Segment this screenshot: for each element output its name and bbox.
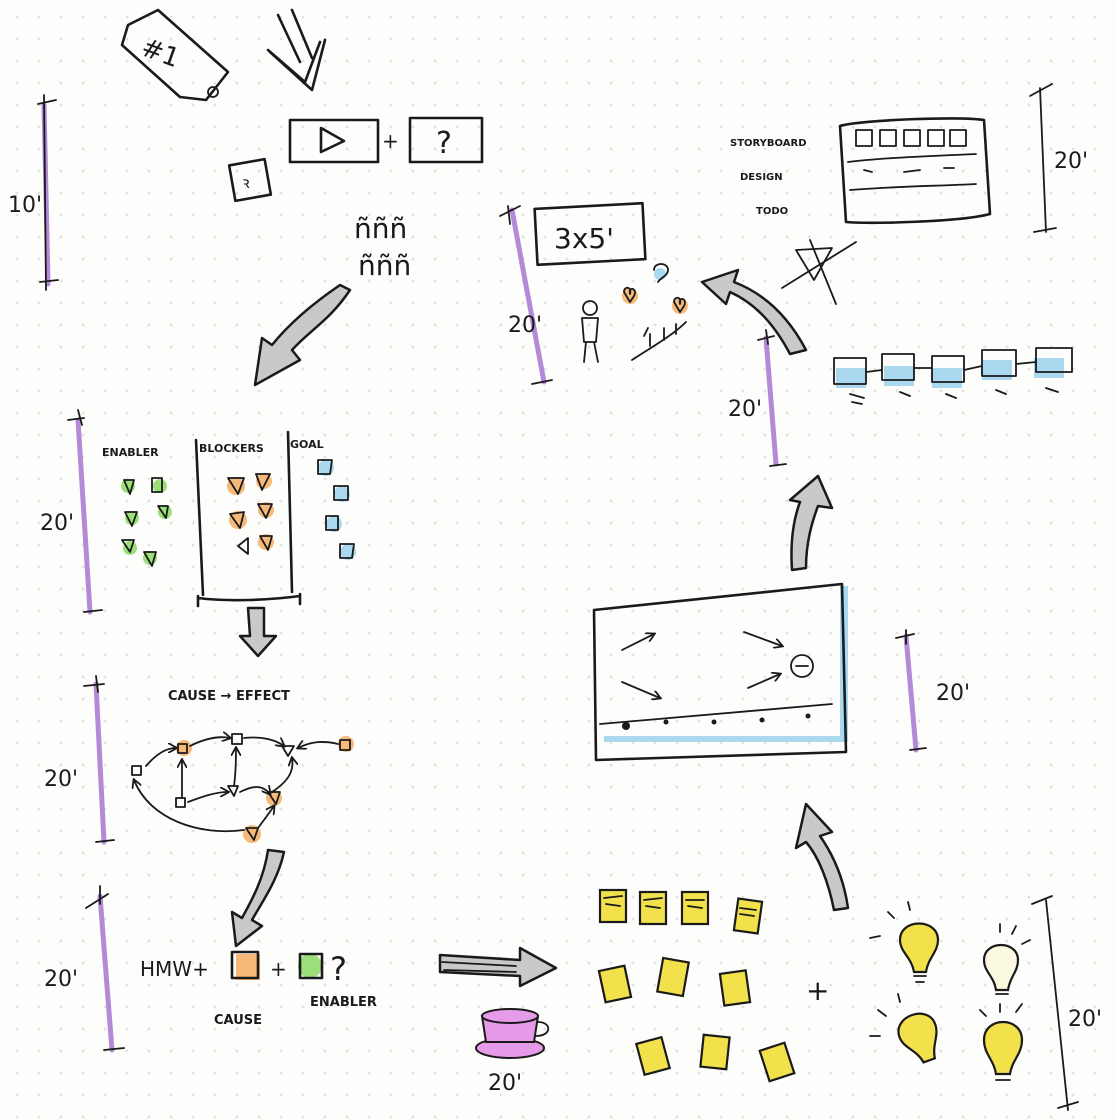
- start-tag: #1: [120, 8, 230, 102]
- svg-text:?: ?: [330, 950, 347, 988]
- cause-effect-duration: 20': [44, 767, 78, 792]
- question-mark: ?: [436, 126, 452, 161]
- svg-text:+: +: [382, 129, 399, 153]
- ideas-stage: + 20': [597, 802, 1102, 1111]
- final-stage: STORYBOARD DESIGN TODO 20': [730, 83, 1088, 305]
- intro-duration: 10': [8, 193, 42, 218]
- col-goal: GOAL: [290, 438, 324, 451]
- hmw-duration: 20': [44, 967, 78, 992]
- final-duration: 20': [1054, 149, 1088, 174]
- flow-arrow-2: [238, 606, 278, 658]
- lightbulb-icons: [869, 901, 1031, 1081]
- user-figure: [581, 300, 599, 363]
- col-enabler: ENABLER: [102, 446, 159, 459]
- col-blockers: BLOCKERS: [199, 442, 264, 455]
- prototype-duration: 20': [728, 397, 762, 422]
- matrix-duration: 20': [40, 511, 74, 536]
- final-item-1: STORYBOARD: [730, 138, 807, 149]
- test-box: [533, 201, 647, 267]
- question-box: ?: [408, 116, 484, 164]
- play-icon: [319, 126, 346, 154]
- tag-label: #1: [137, 33, 183, 74]
- test-box-label: 3x5': [554, 222, 614, 255]
- prototype-screens: [833, 347, 1073, 405]
- note-card: ꝛ: [227, 157, 273, 203]
- participants-row-2: ñññ: [358, 249, 411, 282]
- start-arrow: [266, 8, 327, 92]
- blocker-notes: [227, 473, 274, 555]
- svg-text:+: +: [270, 957, 287, 981]
- voting-stage: 20': [592, 474, 970, 762]
- cause-effect-stage: 20' CAUSE → EFFECT: [44, 675, 354, 948]
- flow-arrow-1: [253, 283, 352, 387]
- voting-board: [592, 582, 848, 762]
- final-item-2: DESIGN: [740, 172, 783, 183]
- storyboard-board: [838, 117, 992, 225]
- flow-arrow-5: [794, 802, 850, 912]
- flow-arrow-3: [230, 848, 286, 948]
- enabler-notes: [121, 477, 172, 567]
- cause-effect-title: CAUSE → EFFECT: [168, 689, 290, 704]
- prototype-stage: 20': [700, 268, 1073, 467]
- enabler-label: ENABLER: [310, 995, 377, 1010]
- ideas-duration: 20': [1068, 1007, 1102, 1032]
- cause-note: [230, 950, 260, 980]
- matrix-stage: 20' ENABLER BLOCKERS GOAL: [40, 409, 356, 658]
- idea-cards: [597, 888, 796, 1083]
- voting-duration: 20': [936, 681, 970, 706]
- participants-row-1: ñññ: [354, 212, 407, 245]
- break-duration: 20': [488, 1071, 522, 1096]
- hmw-stage: 20' HMW+ + ? CAUSE ENABLER: [44, 885, 558, 1053]
- svg-text:+: +: [806, 974, 829, 1007]
- intro-stage: 10' + ? ꝛ ñññ ñññ: [8, 94, 484, 387]
- goal-notes: [317, 459, 356, 560]
- enabler-note: [298, 952, 324, 980]
- flow-arrow-6: [788, 474, 834, 572]
- hmw-prefix: HMW+: [140, 957, 209, 981]
- cause-label: CAUSE: [214, 1013, 262, 1028]
- svg-text:ꝛ: ꝛ: [242, 173, 250, 192]
- test-duration: 20': [508, 313, 542, 338]
- break-stage: 20': [475, 1008, 550, 1096]
- final-item-3: TODO: [756, 206, 788, 217]
- flow-arrow-4: [438, 946, 558, 988]
- video-box: [288, 118, 380, 164]
- test-stage: 20' 3x5': [499, 201, 688, 385]
- flow-arrow-7: [700, 268, 808, 356]
